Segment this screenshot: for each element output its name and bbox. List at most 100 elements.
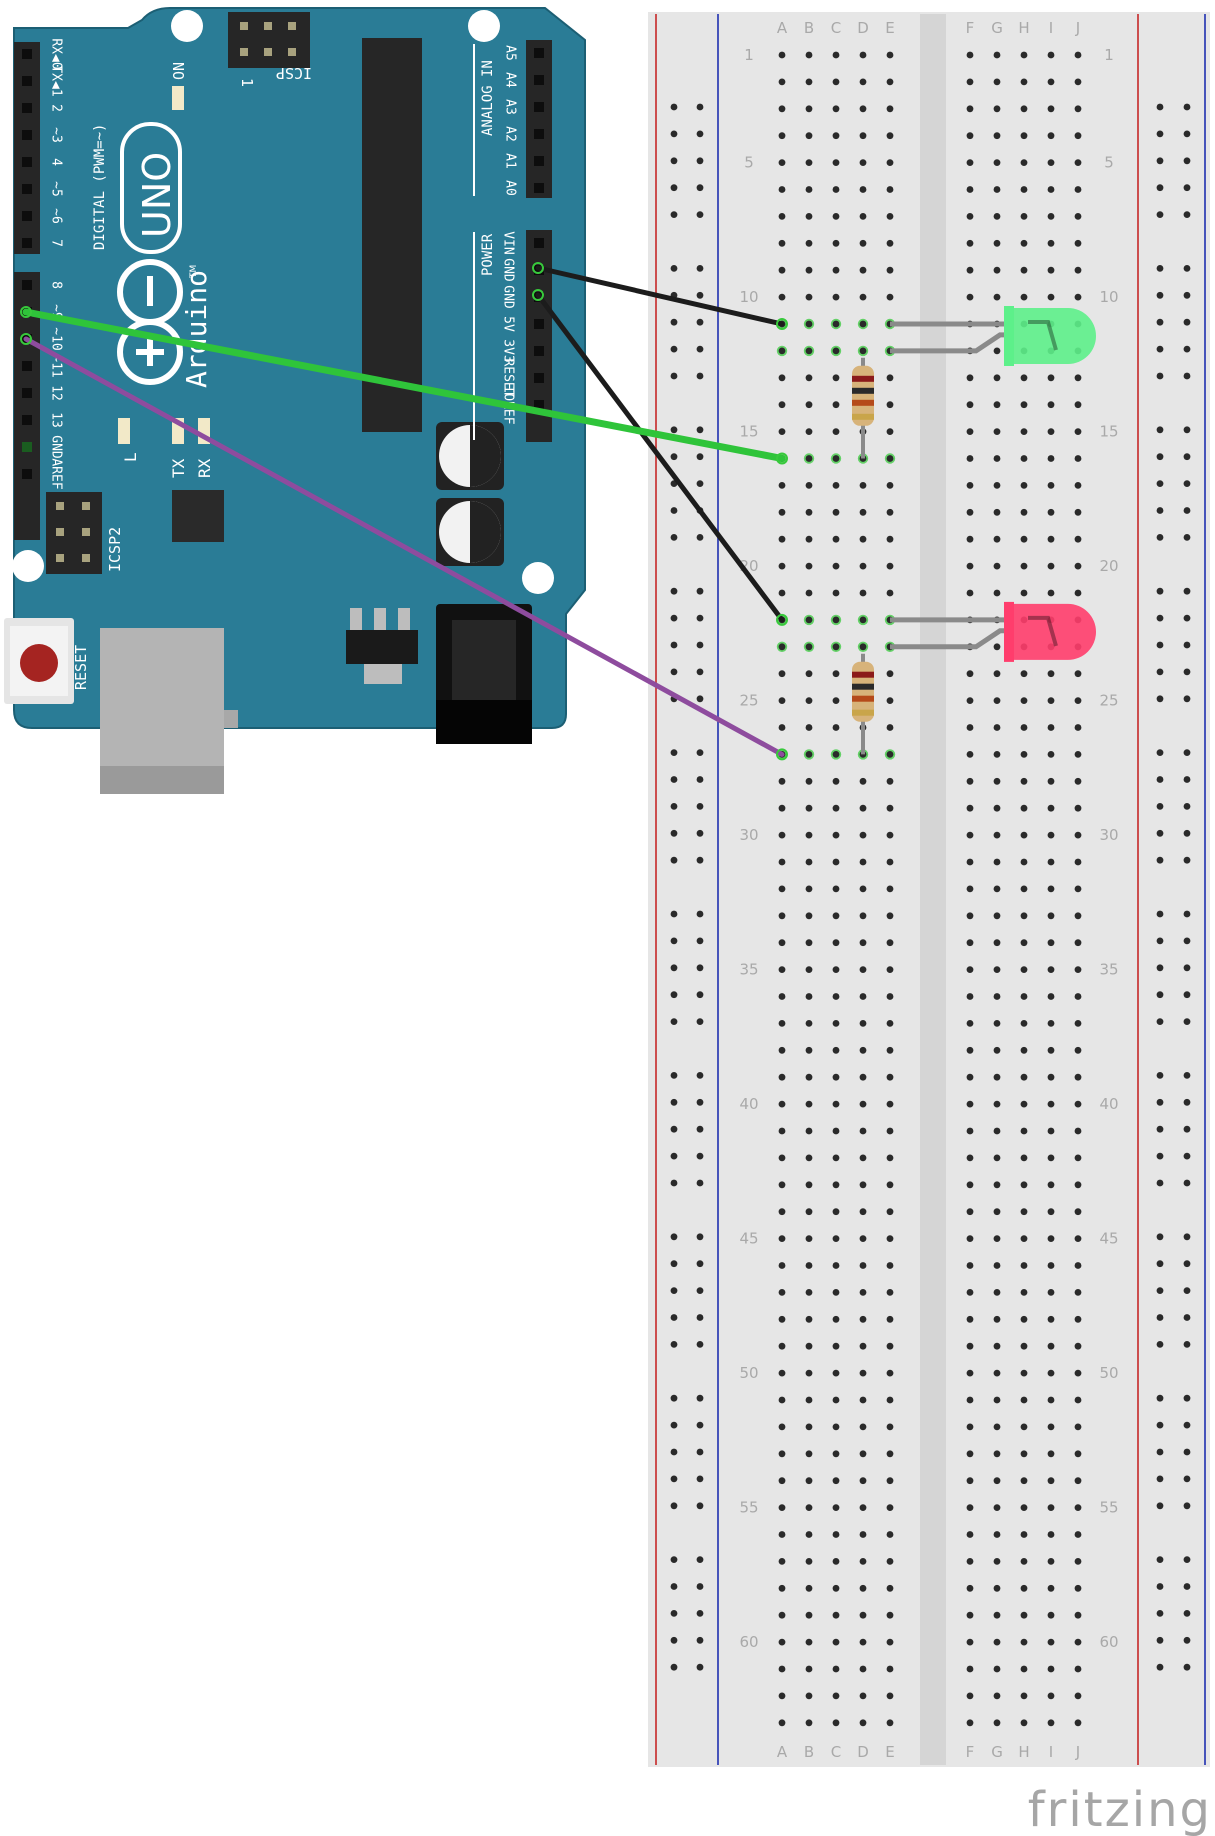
breadboard-hole[interactable] (1074, 1450, 1082, 1458)
rail-hole[interactable] (696, 1583, 704, 1590)
breadboard-hole[interactable] (1020, 1262, 1028, 1269)
rail-hole[interactable] (696, 103, 704, 111)
breadboard-hole[interactable] (966, 1531, 974, 1538)
breadboard-hole[interactable] (886, 885, 894, 893)
breadboard-hole[interactable] (993, 1531, 1001, 1538)
breadboard-hole[interactable] (1020, 455, 1028, 462)
breadboard-hole[interactable] (832, 105, 840, 113)
breadboard-hole[interactable] (1047, 751, 1055, 758)
rail-hole[interactable] (1156, 103, 1164, 111)
breadboard-hole[interactable] (1047, 1558, 1055, 1565)
breadboard-hole[interactable] (1020, 1342, 1028, 1350)
breadboard-hole[interactable] (1047, 993, 1055, 1000)
breadboard-hole[interactable] (859, 1692, 867, 1700)
breadboard-hole[interactable] (1020, 1719, 1028, 1727)
breadboard-hole[interactable] (832, 1450, 840, 1458)
rail-hole[interactable] (696, 534, 704, 541)
breadboard-hole[interactable] (778, 1504, 786, 1511)
breadboard-hole[interactable] (1074, 1100, 1082, 1108)
breadboard-hole[interactable] (1047, 1692, 1055, 1700)
breadboard-hole[interactable] (805, 105, 813, 113)
breadboard-hole[interactable] (1020, 132, 1028, 140)
rail-hole[interactable] (670, 1098, 678, 1106)
breadboard-hole[interactable] (966, 804, 974, 812)
breadboard-hole[interactable] (1074, 1208, 1082, 1216)
rail-hole[interactable] (696, 345, 704, 353)
breadboard-hole[interactable] (1020, 1450, 1028, 1458)
breadboard-hole[interactable] (805, 1450, 813, 1458)
breadboard-hole[interactable] (993, 1692, 1001, 1700)
breadboard-hole[interactable] (805, 1719, 813, 1727)
breadboard-hole[interactable] (993, 1235, 1001, 1242)
breadboard-hole[interactable] (886, 912, 894, 920)
digital-pin[interactable] (22, 361, 32, 371)
breadboard-hole[interactable] (1020, 1423, 1028, 1431)
rail-hole[interactable] (670, 103, 678, 111)
rail-hole[interactable] (1183, 103, 1191, 111)
breadboard-hole[interactable] (832, 1423, 840, 1431)
rail-hole[interactable] (1156, 964, 1164, 972)
breadboard-hole[interactable] (778, 1531, 786, 1538)
breadboard-hole[interactable] (1047, 1584, 1055, 1592)
breadboard-hole[interactable] (993, 508, 1001, 516)
breadboard-hole[interactable] (993, 78, 1001, 86)
power-pin[interactable] (534, 238, 544, 248)
rail-hole[interactable] (1183, 587, 1191, 595)
breadboard-hole[interactable] (778, 293, 786, 301)
rail-hole[interactable] (696, 1260, 704, 1268)
rail-hole[interactable] (670, 1179, 678, 1187)
breadboard-hole[interactable] (1047, 266, 1055, 274)
rail-hole[interactable] (1183, 937, 1191, 945)
rail-hole[interactable] (670, 991, 678, 999)
breadboard-hole[interactable] (1074, 993, 1082, 1000)
breadboard-hole[interactable] (886, 1127, 894, 1135)
breadboard-hole[interactable] (993, 239, 1001, 247)
breadboard-hole[interactable] (886, 670, 894, 678)
breadboard-hole[interactable] (1020, 1127, 1028, 1135)
breadboard-hole[interactable] (886, 132, 894, 140)
breadboard-hole[interactable] (805, 643, 813, 651)
breadboard-hole[interactable] (1047, 1611, 1055, 1619)
breadboard-hole[interactable] (805, 1531, 813, 1538)
breadboard-hole[interactable] (832, 455, 840, 462)
digital-pin[interactable] (22, 130, 32, 140)
breadboard-hole[interactable] (966, 293, 974, 301)
resistor-2[interactable] (852, 653, 874, 755)
breadboard-hole[interactable] (778, 589, 786, 597)
breadboard-hole[interactable] (886, 777, 894, 785)
breadboard-hole[interactable] (993, 266, 1001, 274)
breadboard-hole[interactable] (886, 1342, 894, 1350)
breadboard-hole[interactable] (778, 562, 786, 570)
breadboard-hole[interactable] (1047, 78, 1055, 86)
rail-hole[interactable] (1183, 803, 1191, 810)
breadboard-hole[interactable] (886, 455, 894, 462)
rail-hole[interactable] (1156, 1448, 1164, 1456)
breadboard-hole[interactable] (805, 1477, 813, 1485)
breadboard-hole[interactable] (1074, 1692, 1082, 1700)
breadboard-hole[interactable] (832, 213, 840, 220)
rail-hole[interactable] (1183, 157, 1191, 165)
breadboard-hole[interactable] (966, 1154, 974, 1162)
rail-hole[interactable] (1183, 1421, 1191, 1429)
breadboard-hole[interactable] (832, 1638, 840, 1646)
breadboard-hole[interactable] (1074, 1665, 1082, 1673)
breadboard-hole[interactable] (832, 159, 840, 167)
breadboard-hole[interactable] (1047, 508, 1055, 516)
breadboard-hole[interactable] (778, 1208, 786, 1216)
breadboard-hole[interactable] (832, 993, 840, 1000)
breadboard-hole[interactable] (1047, 1208, 1055, 1216)
breadboard-hole[interactable] (832, 347, 840, 355)
breadboard-hole[interactable] (993, 1477, 1001, 1485)
wire-gnd-to-row22[interactable] (532, 289, 788, 626)
breadboard-hole[interactable] (993, 858, 1001, 866)
breadboard-hole[interactable] (859, 186, 867, 193)
rail-hole[interactable] (1156, 1421, 1164, 1429)
rail-hole[interactable] (1156, 318, 1164, 326)
breadboard-hole[interactable] (805, 535, 813, 543)
rail-hole[interactable] (696, 991, 704, 999)
breadboard-hole[interactable] (1074, 1020, 1082, 1027)
rail-hole[interactable] (670, 1502, 678, 1510)
reset-button[interactable] (4, 618, 74, 704)
rail-hole[interactable] (670, 803, 678, 810)
rail-hole[interactable] (1156, 453, 1164, 461)
